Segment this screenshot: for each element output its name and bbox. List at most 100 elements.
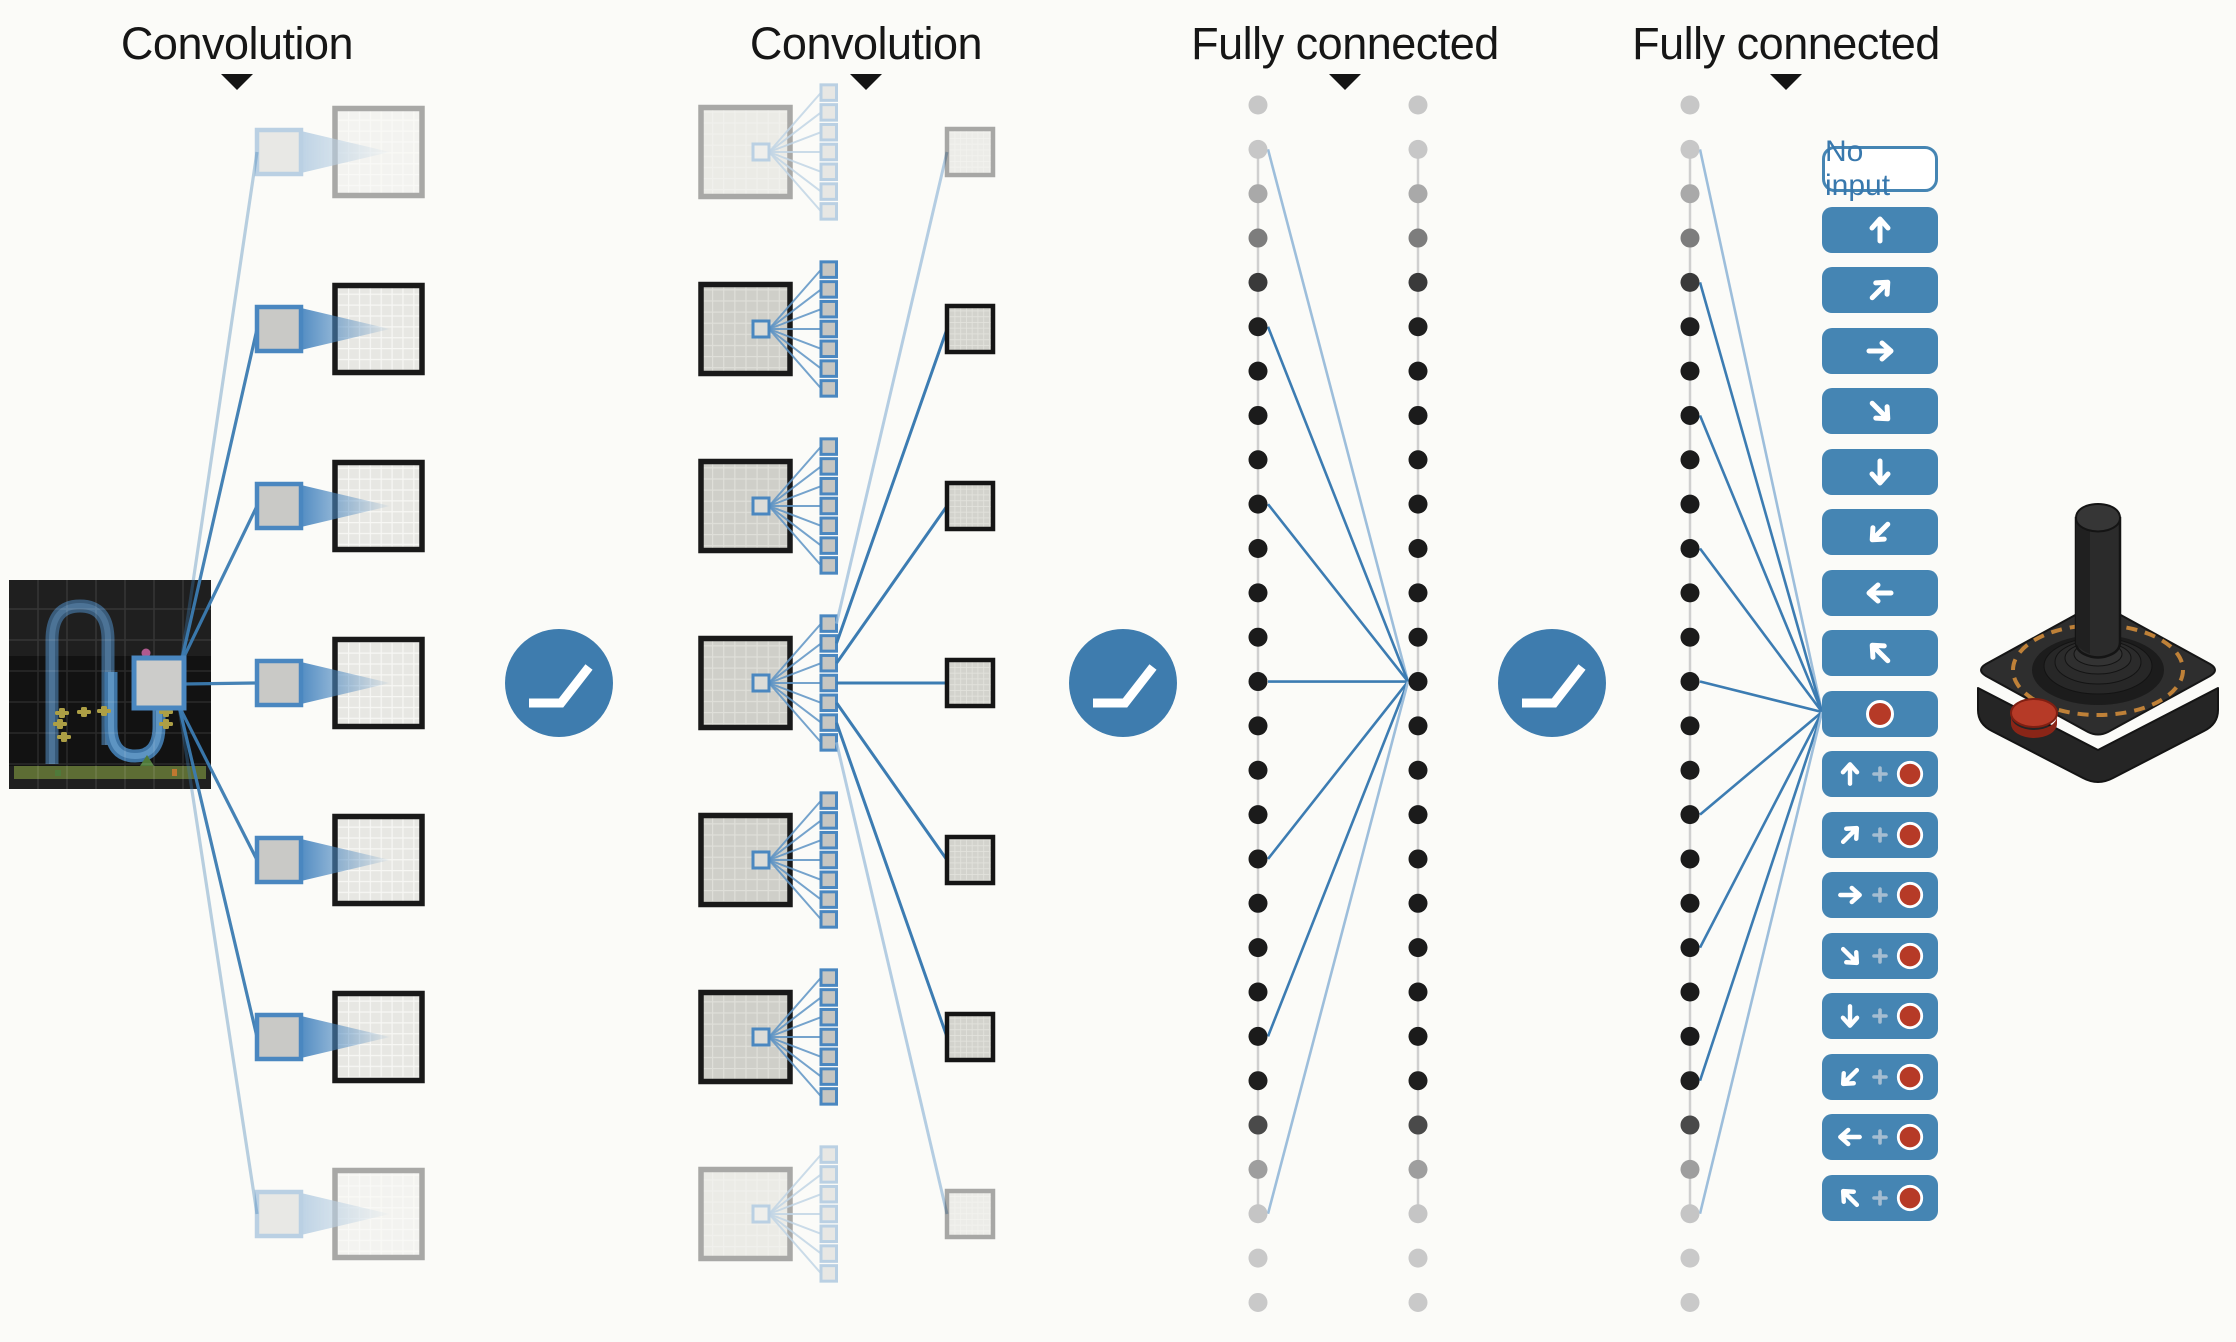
conv2-kernel-square	[751, 1027, 771, 1047]
fc-unit-dot	[1680, 95, 1700, 115]
conv2-filter-tap	[819, 1007, 838, 1027]
fc-unit-dot	[1680, 450, 1700, 470]
fc-unit-dot	[1248, 228, 1268, 248]
fire-button-icon	[1896, 821, 1924, 848]
fc-unit-dot	[1248, 139, 1268, 159]
fc-unit-dot	[1680, 805, 1700, 825]
fc-unit-dot	[1408, 1292, 1428, 1312]
fc-unit-dot	[1408, 982, 1428, 1002]
plus-icon	[1872, 766, 1888, 782]
down-triangle-icon	[221, 74, 253, 91]
fc-unit-dot	[1680, 982, 1700, 1002]
fc-unit-dot	[1408, 228, 1428, 248]
plus-icon	[1872, 887, 1888, 903]
fc-unit-dot	[1248, 1159, 1268, 1179]
fc-unit-dot	[1248, 361, 1268, 381]
action-button-up-left	[1822, 630, 1938, 676]
conv2-filter-tap	[819, 870, 838, 890]
conv2-filter-tap	[819, 299, 838, 319]
input-to-conv1-lines	[177, 151, 259, 1215]
fc-unit-dot	[1680, 494, 1700, 514]
fc-unit-dot	[1680, 938, 1700, 958]
conv2-filter-tap	[819, 516, 838, 536]
conv2-row	[698, 791, 838, 929]
fc-unit-dot	[1408, 139, 1428, 159]
conv2-kernel-square	[751, 142, 771, 162]
conv2-filter-tap	[819, 1204, 838, 1224]
action-button-down-right	[1822, 388, 1938, 434]
conv2-filter-tap	[819, 1027, 838, 1047]
arrow-up-right-icon	[1869, 279, 1891, 301]
action-button-down-left-fire	[1822, 1053, 1938, 1100]
fc-unit-dot	[1680, 317, 1700, 337]
conv2-filter-tap	[819, 457, 838, 476]
fc-unit-dot	[1408, 627, 1428, 647]
conv2-filter-tap	[819, 693, 838, 713]
convolution-funnel-icon	[301, 1193, 390, 1235]
fc-unit-dot	[1680, 539, 1700, 558]
fc-unit-dot	[1680, 716, 1700, 736]
fc-unit-column	[1408, 95, 1428, 1312]
fc-unit-dot	[1680, 1026, 1700, 1046]
conv2-row	[698, 968, 838, 1106]
conv2-output-map	[944, 834, 996, 886]
input-receptive-field-patch	[131, 655, 187, 711]
fc-unit-dot	[1408, 805, 1428, 825]
arrow-left-icon	[1866, 582, 1894, 603]
arrow-down-icon	[1840, 1004, 1860, 1028]
conv2-filter-tap	[819, 1165, 838, 1184]
fc-unit-dot	[1408, 184, 1428, 204]
fc-unit-dot	[1680, 1115, 1700, 1135]
conv2-filter-tap	[819, 1184, 838, 1204]
fc-unit-column	[1680, 95, 1700, 1312]
relu-activation-icon	[1498, 629, 1606, 737]
fc-unit-dot	[1248, 672, 1268, 692]
fc-unit-dot	[1408, 893, 1428, 913]
arrow-down-left-icon	[1840, 1067, 1860, 1086]
conv2-filter-tap	[819, 556, 838, 575]
conv2-filter-tap	[819, 379, 838, 398]
arrow-down-right-icon	[1869, 400, 1891, 422]
plus-icon	[1872, 1189, 1888, 1206]
conv2-filter-tap	[819, 319, 838, 339]
fc-unit-dot	[1248, 1115, 1268, 1135]
fc-unit-dot	[1680, 583, 1700, 603]
fc-unit-dot	[1248, 317, 1268, 337]
fc2-fan-lines	[1698, 149, 1824, 1215]
conv2-filter-tap	[819, 359, 838, 378]
fc-unit-dot	[1248, 805, 1268, 825]
fc-unit-dot	[1248, 272, 1268, 292]
layer-label-fully-connected-1: Fully connected	[1135, 20, 1555, 91]
conv2-filter-tap	[819, 673, 838, 693]
conv2-filter-tap	[819, 791, 838, 810]
conv2-kernel-square	[751, 319, 771, 339]
conv2-filter-tap	[819, 1244, 838, 1263]
fc-unit-dot	[1408, 1248, 1428, 1268]
fc-unit-dot	[1248, 1248, 1268, 1268]
action-button-fire	[1822, 690, 1938, 737]
conv1-row	[254, 990, 425, 1084]
arrow-right-icon	[1838, 885, 1862, 905]
fc-unit-dot	[1680, 184, 1700, 204]
convolution-funnel-icon	[301, 1016, 390, 1058]
conv2-filter-tap	[819, 1224, 838, 1244]
fc-unit-dot	[1408, 1115, 1428, 1135]
conv1-kernel-square	[254, 835, 304, 885]
action-button-down	[1822, 448, 1938, 495]
fc-unit-dot	[1680, 228, 1700, 248]
conv2-tap-to-output-lines	[835, 151, 949, 1215]
fc-unit-dot	[1408, 317, 1428, 337]
game-sprite	[55, 708, 69, 718]
conv2-filter-tap	[819, 910, 838, 929]
action-button-down-left	[1822, 509, 1938, 555]
conv2-filter-tap	[819, 1067, 838, 1086]
fire-button-icon	[1896, 1123, 1924, 1151]
fc-unit-dot	[1680, 405, 1700, 425]
action-button-up-right	[1822, 267, 1938, 313]
fc-unit-dot	[1680, 1204, 1700, 1224]
fc-unit-dot	[1248, 893, 1268, 913]
fire-button-icon	[1896, 881, 1924, 909]
conv2-filter-tap	[819, 1087, 838, 1106]
fc-unit-dot	[1408, 1071, 1428, 1091]
